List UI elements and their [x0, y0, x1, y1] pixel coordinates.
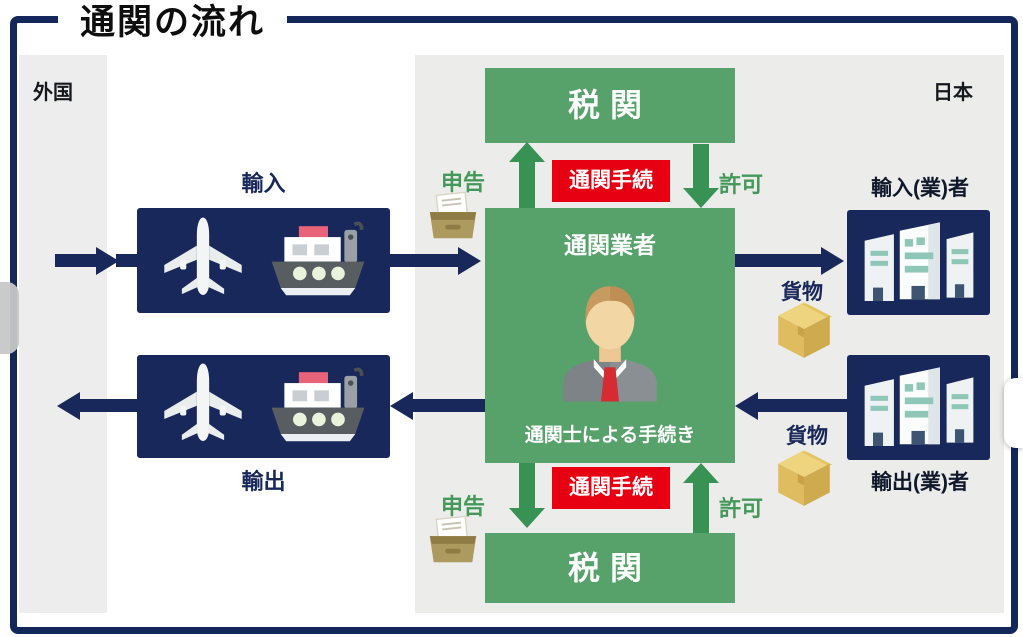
declaration-top-arrowhead [509, 142, 545, 162]
zone-japan-label: 日本 [933, 82, 973, 104]
permission-top-arrowhead [683, 188, 719, 208]
broker-title: 通関業者 [564, 232, 656, 258]
importer-label: 輸入(業)者 [871, 177, 969, 200]
declaration-top-arrow-shaft [519, 160, 535, 208]
permission-bottom-arrow-shaft [693, 481, 709, 533]
export-arrow-to-broker-head [735, 392, 758, 420]
export-arrow-exit-head [57, 392, 80, 420]
carousel-next-button[interactable] [1004, 378, 1023, 448]
export-arrow-exit-shaft [78, 399, 137, 412]
import-label: 輸入 [241, 171, 286, 196]
airplane-icon [159, 360, 247, 453]
import-arrow-connector-shaft [116, 254, 140, 267]
permission-bottom-label: 許可 [719, 496, 764, 521]
broker-box: 通関業者 通関士による手続き [485, 208, 735, 463]
import-arrow-to-importer-shaft [735, 254, 823, 267]
declaration-top-label: 申告 [441, 170, 486, 195]
customs-bottom-label: 税関 [567, 550, 652, 586]
importer-buildings-box [847, 210, 990, 315]
permission-top-arrow-shaft [693, 144, 709, 190]
ship-icon [268, 216, 368, 305]
exporter-buildings-box [847, 355, 990, 460]
import-vehicles-box [137, 208, 390, 313]
export-vehicles-box [137, 355, 390, 458]
permission-bottom-arrowhead [683, 463, 719, 483]
zone-foreign-label: 外国 [33, 82, 73, 104]
customs-officer-icon [485, 266, 735, 407]
document-tray-icon [424, 190, 482, 247]
export-arrow-to-broker-shaft [755, 399, 848, 412]
import-arrow-to-importer-head [821, 247, 844, 275]
cargo-box-icon [773, 296, 835, 365]
exporter-label: 輸出(業)者 [871, 471, 969, 494]
procedure-top-badge: 通関手続 [552, 160, 670, 202]
export-arrow-to-vehicles-head [390, 392, 413, 420]
declaration-bottom-label: 申告 [441, 494, 486, 519]
page-title: 通関の流れ [58, 0, 288, 46]
customs-bottom-box: 税関 [485, 533, 735, 603]
declaration-bottom-arrowhead [509, 508, 545, 528]
export-label: 輸出 [241, 469, 286, 494]
buildings-icon [855, 359, 983, 456]
customs-top-label: 税関 [567, 87, 652, 123]
carousel-prev-button[interactable] [0, 282, 19, 354]
cargo-label-import: 貨物 [781, 281, 823, 304]
broker-subtitle: 通関士による手続き [524, 425, 696, 446]
declaration-bottom-arrow-shaft [519, 463, 535, 510]
export-arrow-to-vehicles-shaft [410, 399, 485, 412]
import-arrow-to-broker-head [458, 247, 481, 275]
zone-foreign [19, 55, 107, 613]
customs-top-box: 税関 [485, 68, 735, 143]
import-arrow-to-broker-shaft [390, 254, 460, 267]
buildings-icon [855, 214, 983, 311]
ship-icon [268, 362, 368, 451]
import-arrow-entry-head [96, 247, 119, 275]
airplane-icon [159, 214, 247, 307]
document-tray-icon [424, 514, 482, 571]
permission-top-label: 許可 [719, 172, 764, 197]
import-arrow-entry-shaft [55, 254, 99, 267]
procedure-bottom-badge: 通関手続 [552, 467, 670, 509]
cargo-box-icon [773, 444, 835, 513]
cargo-label-export: 貨物 [786, 425, 828, 448]
